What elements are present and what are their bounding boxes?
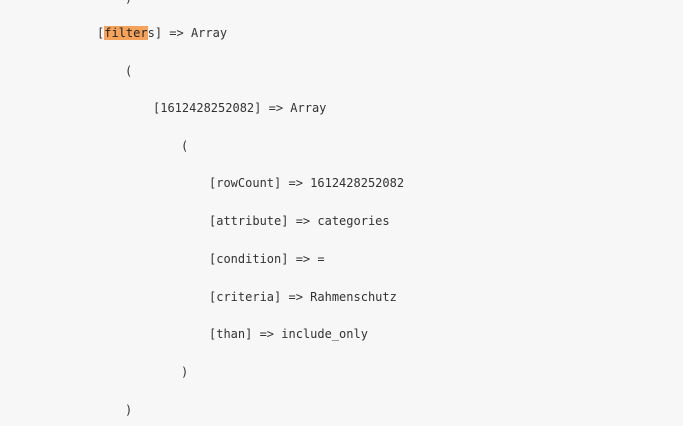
filters-paren-open: ( xyxy=(125,64,133,78)
than-line: [than] => include_only xyxy=(209,327,368,341)
item-key-line: [1612428252082] => Array xyxy=(153,101,327,115)
search-match-highlight: filter xyxy=(104,26,148,40)
item-paren-open: ( xyxy=(181,139,189,153)
attribute-line: [attribute] => categories xyxy=(209,214,390,228)
condition-line: [condition] => = xyxy=(209,252,325,266)
top-paren-close: ) xyxy=(125,0,132,6)
filters-key-line: [filters] => Array xyxy=(97,25,227,41)
filters-key-rest: s] => Array xyxy=(147,26,228,40)
item-paren-close: ) xyxy=(181,365,189,379)
filters-open-bracket: [ xyxy=(97,26,105,40)
row-count-line: [rowCount] => 1612428252082 xyxy=(209,176,405,190)
criteria-line: [criteria] => Rahmenschutz xyxy=(209,290,397,304)
filters-paren-close: ) xyxy=(125,403,133,417)
